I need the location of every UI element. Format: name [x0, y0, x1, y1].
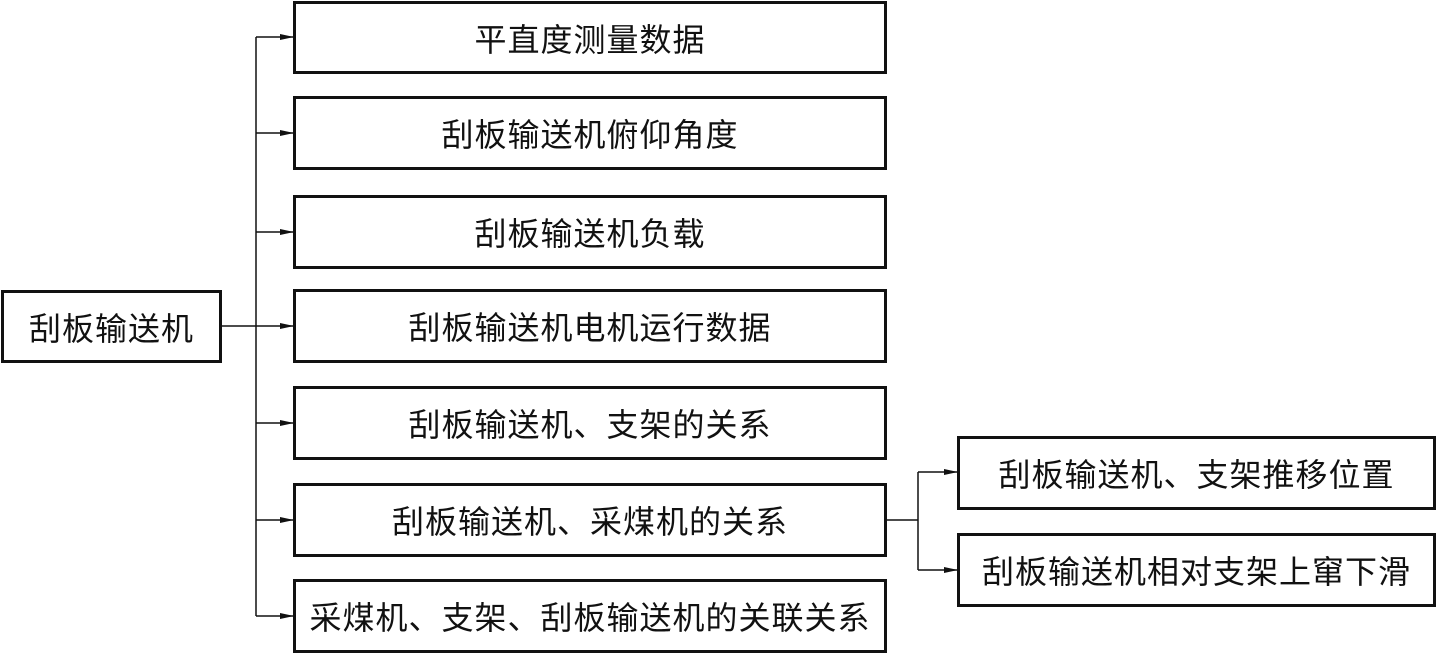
root-label: 刮板输送机: [28, 309, 194, 348]
child-node-7: 采煤机、支架、刮板输送机的关联关系: [293, 579, 887, 653]
child-label: 刮板输送机、采煤机的关系: [391, 503, 788, 541]
child-node-3: 刮板输送机负载: [293, 195, 887, 269]
child-label: 平直度测量数据: [474, 20, 706, 59]
child-label: 刮板输送机电机运行数据: [408, 309, 772, 347]
sub-child-node-1: 刮板输送机、支架推移位置: [957, 436, 1436, 510]
child-label: 采煤机、支架、刮板输送机的关联关系: [309, 599, 871, 637]
child-label: 刮板输送机俯仰角度: [441, 116, 739, 154]
child-node-2: 刮板输送机俯仰角度: [293, 96, 887, 170]
child-label: 刮板输送机负载: [474, 215, 706, 253]
child-label: 刮板输送机、支架的关系: [408, 406, 772, 444]
sub-child-label: 刮板输送机相对支架上窜下滑: [981, 553, 1411, 591]
child-node-1: 平直度测量数据: [293, 1, 887, 74]
child-node-6: 刮板输送机、采煤机的关系: [293, 483, 887, 557]
sub-child-node-2: 刮板输送机相对支架上窜下滑: [957, 533, 1436, 607]
root-node: 刮板输送机: [1, 290, 222, 363]
sub-child-label: 刮板输送机、支架推移位置: [998, 456, 1395, 494]
child-node-5: 刮板输送机、支架的关系: [293, 386, 887, 460]
child-node-4: 刮板输送机电机运行数据: [293, 289, 887, 363]
